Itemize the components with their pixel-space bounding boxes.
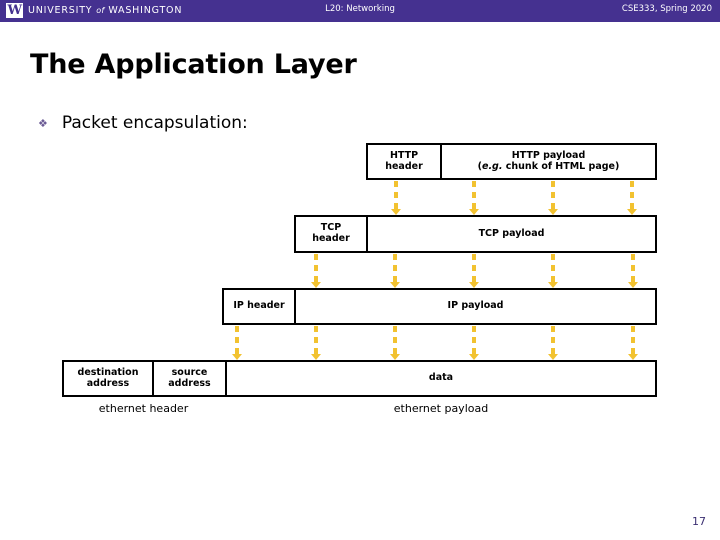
connector-tcp-ip-4 xyxy=(548,254,558,288)
connector-http-tcp-2 xyxy=(469,181,479,215)
connector-stem xyxy=(235,326,239,359)
connector-stem xyxy=(472,254,476,287)
ethernet-source-label-line1: source xyxy=(171,366,208,378)
ethernet-destination-label-line2: address xyxy=(86,377,130,389)
connector-stem xyxy=(314,254,318,287)
http-header-label-line1: HTTP xyxy=(389,149,419,161)
connector-http-tcp-3 xyxy=(548,181,558,215)
uw-w-icon: W xyxy=(6,3,23,18)
ethernet-data-box: data xyxy=(227,362,655,395)
connector-ip-ethernet-2 xyxy=(311,326,321,360)
ethernet-source-label-line2: address xyxy=(168,377,211,389)
connector-stem xyxy=(631,254,635,287)
connector-stem xyxy=(551,254,555,287)
connector-ip-ethernet-6 xyxy=(628,326,638,360)
connector-tcp-ip-5 xyxy=(628,254,638,288)
http-header-label-line2: header xyxy=(385,160,423,172)
ip-layer-row: IP header IP payload xyxy=(222,288,657,325)
connector-ip-ethernet-3 xyxy=(390,326,400,360)
connector-ip-ethernet-4 xyxy=(469,326,479,360)
course-term-label: CSE333, Spring 2020 xyxy=(621,4,712,14)
connector-stem xyxy=(472,181,476,214)
connector-stem xyxy=(472,326,476,359)
http-payload-eg-italic: e.g. xyxy=(482,160,503,172)
connector-stem xyxy=(551,326,555,359)
diamond-bullet-icon: ❖ xyxy=(38,117,48,130)
page-title: The Application Layer xyxy=(30,49,357,80)
ethernet-payload-caption: ethernet payload xyxy=(393,402,489,415)
connector-tcp-ip-1 xyxy=(311,254,321,288)
http-header-box: HTTP header xyxy=(368,145,442,178)
connector-stem xyxy=(631,326,635,359)
ethernet-source-address-box: source address xyxy=(154,362,227,395)
uw-of-word: of xyxy=(96,6,105,15)
bullet-item: ❖ Packet encapsulation: xyxy=(38,113,248,133)
uw-university-word: UNIVERSITY xyxy=(28,5,93,16)
http-payload-sublabel: (e.g. chunk of HTML page) xyxy=(477,160,620,172)
ip-payload-label: IP payload xyxy=(447,300,504,312)
connector-stem xyxy=(630,181,634,214)
ethernet-destination-address-box: destination address xyxy=(64,362,154,395)
connector-stem xyxy=(394,181,398,214)
ip-header-label: IP header xyxy=(233,300,285,312)
connector-stem xyxy=(314,326,318,359)
ethernet-header-caption: ethernet header xyxy=(98,402,189,415)
lecture-title: L20: Networking xyxy=(325,4,395,14)
bullet-item-label: Packet encapsulation: xyxy=(61,113,248,133)
page-number: 17 xyxy=(692,515,706,528)
ethernet-data-label: data xyxy=(428,372,454,384)
connector-http-tcp-1 xyxy=(391,181,401,215)
http-payload-box: HTTP payload (e.g. chunk of HTML page) xyxy=(442,145,655,178)
connector-stem xyxy=(393,326,397,359)
connector-ip-ethernet-1 xyxy=(232,326,242,360)
tcp-header-box: TCP header xyxy=(296,217,368,251)
ethernet-layer-row: destination address source address data xyxy=(62,360,657,397)
connector-http-tcp-4 xyxy=(627,181,637,215)
tcp-header-label-line2: header xyxy=(312,233,350,244)
uw-washington-word: WASHINGTON xyxy=(108,5,183,16)
tcp-layer-row: TCP header TCP payload xyxy=(294,215,657,253)
connector-tcp-ip-3 xyxy=(469,254,479,288)
http-payload-label: HTTP payload xyxy=(511,149,586,161)
http-layer-row: HTTP header HTTP payload (e.g. chunk of … xyxy=(366,143,657,180)
slide-header-bar: W UNIVERSITY of WASHINGTON L20: Networki… xyxy=(0,0,720,22)
uw-logo-text: UNIVERSITY of WASHINGTON xyxy=(28,5,182,16)
tcp-payload-label: TCP payload xyxy=(478,227,545,239)
ip-payload-box: IP payload xyxy=(296,290,655,323)
tcp-header-label-line1: TCP xyxy=(320,222,342,234)
connector-stem xyxy=(393,254,397,287)
uw-logo: W UNIVERSITY of WASHINGTON xyxy=(6,3,182,18)
tcp-payload-box: TCP payload xyxy=(368,217,655,251)
connector-stem xyxy=(551,181,555,214)
ip-header-box: IP header xyxy=(224,290,296,323)
connector-ip-ethernet-5 xyxy=(548,326,558,360)
ethernet-destination-label-line1: destination xyxy=(77,366,139,378)
connector-tcp-ip-2 xyxy=(390,254,400,288)
